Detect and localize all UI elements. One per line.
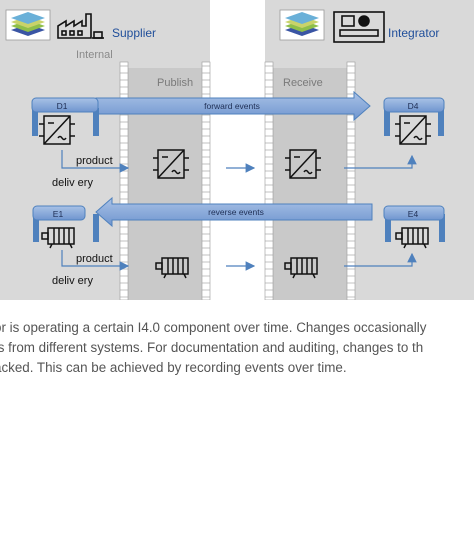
motor-icon bbox=[284, 257, 318, 279]
product-label-bottom: product bbox=[76, 253, 113, 265]
motor-icon bbox=[155, 257, 189, 279]
caption-line-3: acked. This can be achieved by recording… bbox=[0, 360, 347, 375]
publish-to-receive-gap bbox=[210, 60, 265, 300]
product-delivery-arrow-bottom bbox=[61, 250, 130, 271]
delivery-label-bottom: deliv ery bbox=[52, 275, 93, 287]
event-flow-diagram: Supplier Internal Integrator Publish Rec… bbox=[0, 0, 474, 300]
internal-label: Internal bbox=[76, 49, 113, 61]
e4-label: E4 bbox=[408, 209, 419, 219]
forward-events-arrow bbox=[95, 90, 371, 122]
component-e1: E1 bbox=[32, 205, 99, 249]
d4-label: D4 bbox=[408, 101, 419, 111]
integrator-internal-area bbox=[355, 60, 474, 300]
lane-ladders bbox=[119, 61, 356, 300]
publish-lane-title: Publish bbox=[157, 77, 193, 89]
e1-label: E1 bbox=[53, 209, 64, 219]
integrator-label: Integrator bbox=[388, 26, 439, 40]
forward-events-label: forward events bbox=[204, 101, 260, 111]
delivery-label-top: deliv ery bbox=[52, 177, 93, 189]
factory-icon bbox=[57, 13, 104, 39]
component-d4: D4 bbox=[383, 97, 445, 145]
lane-edge bbox=[264, 61, 274, 300]
inverter-icon bbox=[39, 115, 75, 145]
reverse-events-arrow bbox=[95, 196, 373, 228]
motor-icon bbox=[41, 227, 75, 249]
receive-lane-title: Receive bbox=[283, 77, 323, 89]
product-label-top: product bbox=[76, 155, 113, 167]
inverter-icon bbox=[153, 149, 189, 179]
machine-icon bbox=[333, 11, 385, 43]
caption-text: or is operating a certain I4.0 component… bbox=[0, 318, 474, 378]
lane-edge bbox=[201, 61, 211, 300]
layer-stack-icon bbox=[5, 9, 51, 41]
receive-to-e4-arrow bbox=[344, 252, 417, 267]
inverter-icon bbox=[395, 115, 431, 145]
lane-edge bbox=[119, 61, 129, 300]
layer-stack-icon bbox=[279, 9, 325, 41]
lane-edge bbox=[346, 61, 356, 300]
component-e4: E4 bbox=[383, 205, 445, 249]
motor-icon bbox=[395, 227, 429, 249]
reverse-events-label: reverse events bbox=[208, 207, 264, 217]
component-d1: D1 bbox=[31, 97, 99, 145]
caption-line-1: or is operating a certain I4.0 component… bbox=[0, 320, 427, 335]
caption-line-2: ts from different systems. For documenta… bbox=[0, 340, 424, 355]
product-delivery-arrow-top bbox=[61, 150, 130, 173]
d1-label: D1 bbox=[57, 101, 68, 111]
inverter-icon bbox=[285, 149, 321, 179]
supplier-label: Supplier bbox=[112, 26, 156, 40]
receive-to-d4-arrow bbox=[344, 154, 417, 169]
